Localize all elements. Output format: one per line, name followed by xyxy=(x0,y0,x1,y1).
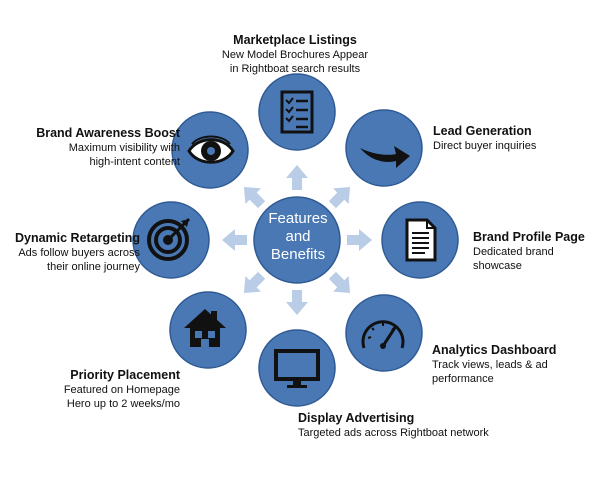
feature-label-priority: Priority Placement Featured on Homepage … xyxy=(40,367,180,411)
feature-title: Marketplace Listings xyxy=(233,33,357,47)
feature-label-profile: Brand Profile Page Dedicated brand showc… xyxy=(473,229,598,273)
feature-desc: Ads follow buyers across xyxy=(18,247,140,259)
eye-icon xyxy=(186,126,236,176)
feature-desc: Targeted ads across Rightboat network xyxy=(298,427,489,439)
feature-desc: Track views, leads & ad performance xyxy=(432,359,548,385)
connector-arrow-display xyxy=(286,290,308,315)
feature-title: Analytics Dashboard xyxy=(432,343,557,357)
feature-label-marketplace: Marketplace Listings New Model Brochures… xyxy=(160,32,430,76)
feature-circle-lead xyxy=(345,109,423,187)
house-icon xyxy=(180,303,230,353)
feature-title: Priority Placement xyxy=(70,368,180,382)
feature-title: Brand Awareness Boost xyxy=(36,126,180,140)
feature-title: Lead Generation xyxy=(433,124,532,138)
feature-label-awareness: Brand Awareness Boost Maximum visibility… xyxy=(20,125,180,169)
feature-title: Dynamic Retargeting xyxy=(14,231,140,245)
feature-desc: their online journey xyxy=(47,261,140,273)
connector-arrow-analytics xyxy=(328,271,351,294)
feature-title: Brand Profile Page xyxy=(473,230,585,244)
connector-arrow-lead xyxy=(328,186,351,209)
feature-desc: Dedicated brand showcase xyxy=(473,246,554,272)
document-icon xyxy=(395,215,445,265)
center-circle xyxy=(253,196,341,284)
feature-label-display: Display Advertising Targeted ads across … xyxy=(298,410,518,440)
arrow-group xyxy=(222,165,372,315)
feature-desc: Maximum visibility with xyxy=(68,142,180,154)
feature-desc: Direct buyer inquiries xyxy=(433,140,537,152)
feature-label-retargeting: Dynamic Retargeting Ads follow buyers ac… xyxy=(0,230,140,274)
center-line: Features xyxy=(268,210,328,227)
feature-desc: Featured on Homepage xyxy=(63,384,180,396)
connector-arrow-marketplace xyxy=(286,165,308,190)
arrow-icon xyxy=(358,124,412,174)
feature-label-analytics: Analytics Dashboard Track views, leads &… xyxy=(432,342,598,386)
feature-desc: high-intent content xyxy=(89,156,180,168)
monitor-icon xyxy=(272,343,322,393)
feature-desc: Hero up to 2 weeks/mo xyxy=(66,398,180,410)
feature-circle-analytics xyxy=(345,294,423,372)
feature-circle-marketplace xyxy=(258,73,336,151)
speedometer-icon xyxy=(358,310,408,360)
feature-desc: in Rightboat search results xyxy=(229,63,361,75)
center-title: Features and Benefits xyxy=(256,210,340,264)
center-line: Benefits xyxy=(270,246,326,263)
feature-desc: New Model Brochures Appear xyxy=(221,49,369,61)
center-line: and xyxy=(285,228,311,245)
connector-arrow-retargeting xyxy=(222,229,247,251)
feature-title: Display Advertising xyxy=(298,411,415,425)
checklist-icon xyxy=(272,87,322,137)
connector-arrow-profile xyxy=(347,229,372,251)
target-icon xyxy=(145,213,195,263)
connector-arrow-priority xyxy=(243,271,266,294)
connector-arrow-awareness xyxy=(243,186,266,209)
feature-label-lead: Lead Generation Direct buyer inquiries xyxy=(433,123,593,153)
